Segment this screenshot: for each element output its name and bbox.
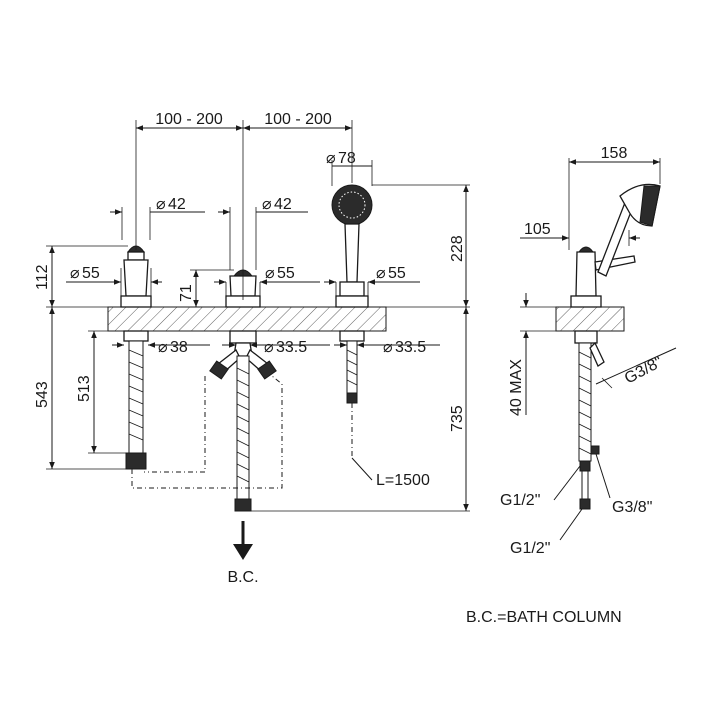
dia-handshower-label: 78 bbox=[338, 150, 356, 167]
dia-base-right-symbol: ⌀ bbox=[376, 265, 386, 282]
dia-center-top-symbol: ⌀ bbox=[262, 196, 272, 213]
dia-shank-center-label: 33.5 bbox=[276, 339, 307, 356]
legend-text: B.C.=BATH COLUMN bbox=[466, 609, 622, 626]
thread-bottom-label: G1/2" bbox=[510, 540, 550, 557]
dia-base-right-label: 55 bbox=[388, 265, 406, 282]
dia-center-top-label: 42 bbox=[274, 196, 292, 213]
side-deck-slab bbox=[555, 306, 625, 332]
thread-mid-left-label: G1/2" bbox=[500, 492, 540, 509]
left-valve bbox=[120, 245, 152, 470]
outlet-label: B.C. bbox=[227, 569, 258, 586]
dia-base-center-symbol: ⌀ bbox=[265, 265, 275, 282]
height-228-label: 228 bbox=[449, 235, 466, 262]
depth-513-label: 513 bbox=[76, 375, 93, 402]
handshower-column bbox=[331, 184, 373, 404]
dia-shank-left-label: 38 bbox=[170, 339, 188, 356]
height-71-label: 71 bbox=[178, 284, 195, 302]
hose-length-label: L=1500 bbox=[376, 472, 430, 489]
dia-base-left-symbol: ⌀ bbox=[70, 265, 80, 282]
dia-shank-center-symbol: ⌀ bbox=[264, 339, 274, 356]
height-112-label: 112 bbox=[34, 264, 51, 290]
thread-top-label: G3/8" bbox=[622, 354, 666, 388]
center-valve bbox=[209, 269, 277, 512]
spacing-right-label: 100 - 200 bbox=[264, 111, 332, 128]
outlet-arrow-icon bbox=[233, 544, 253, 560]
dia-left-top-symbol: ⌀ bbox=[156, 196, 166, 213]
dia-base-left-label: 55 bbox=[82, 265, 100, 282]
dia-shank-right-label: 33.5 bbox=[395, 339, 426, 356]
width-158-label: 158 bbox=[601, 145, 628, 162]
dia-left-top-label: 42 bbox=[168, 196, 186, 213]
thickness-label: 40 MAX bbox=[508, 359, 525, 416]
dia-base-center-label: 55 bbox=[277, 265, 295, 282]
depth-543-label: 543 bbox=[34, 381, 51, 408]
width-105-label: 105 bbox=[524, 221, 551, 238]
side-view: 158 105 40 MAX G3/8" G1/2" G3/8" G1/2" bbox=[500, 145, 677, 557]
front-view: 100 - 200 100 - 200 ⌀ 78 ⌀ 42 ⌀ 42 112 ⌀ bbox=[34, 111, 470, 586]
dia-shank-left-symbol: ⌀ bbox=[158, 339, 168, 356]
depth-735-label: 735 bbox=[449, 405, 466, 432]
deck-slab bbox=[107, 306, 387, 332]
dia-handshower-symbol: ⌀ bbox=[326, 150, 336, 167]
thread-mid-right-label: G3/8" bbox=[612, 499, 652, 516]
dia-shank-right-symbol: ⌀ bbox=[383, 339, 393, 356]
spacing-left-label: 100 - 200 bbox=[155, 111, 223, 128]
